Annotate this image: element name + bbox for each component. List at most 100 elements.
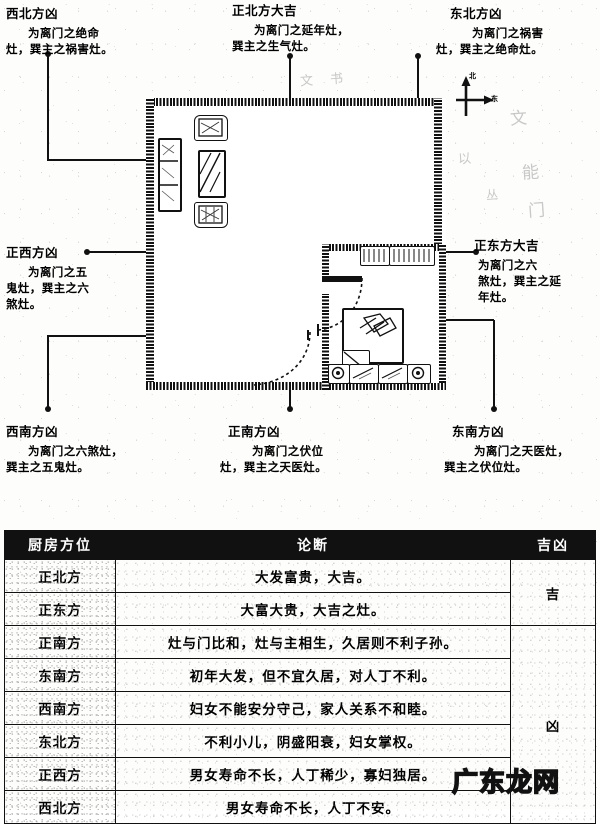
ghost-mark-4: 文 [299, 73, 314, 90]
cell-verdict: 初年大发，但不宜久居，对人丁不利。 [115, 658, 511, 692]
ghost-mark-3: 门 [527, 200, 546, 222]
leader-line-southwest-v [47, 336, 49, 408]
floorplan-diagram: 文 能 门 文 书 以 丛 [6, 3, 594, 475]
sofa-three-seat [158, 138, 182, 212]
direction-block-northwest: 西北方凶 为离门之绝命 灶，巽主之祸害灶。 [6, 6, 134, 57]
wall-kitchen-west-upper [322, 244, 329, 282]
kitchen-counter-burner-right [407, 364, 431, 384]
cell-verdict: 大富大贵，大吉之灶。 [115, 592, 511, 626]
leader-line-northeast-v [417, 56, 419, 128]
leader-dot-south [287, 406, 293, 412]
direction-body-northwest: 为离门之绝命 灶，巽主之祸害灶。 [6, 26, 114, 56]
direction-title-northeast: 东北方凶 [450, 6, 503, 21]
leader-line-southeast-v [493, 320, 495, 408]
table-row: 东北方不利小儿，阴盛阳衰，妇女掌权。 [4, 724, 596, 758]
ghost-mark-5: 书 [329, 71, 344, 88]
leader-line-northwest-h [47, 159, 160, 161]
direction-block-south: 正南方凶 为离门之伏位 灶，巽主之天医灶。 [220, 424, 352, 475]
leader-dot-east [473, 249, 479, 255]
cell-direction: 正西方 [4, 757, 116, 791]
direction-title-southeast: 东南方凶 [452, 424, 505, 439]
coffee-table [198, 150, 226, 198]
wall-south [146, 382, 384, 390]
table-row: 西南方妇女不能安分守己，家人关系不和睦。 [4, 691, 596, 725]
table-body: 正北方大发富贵，大吉。吉正东方大富大贵，大吉之灶。正南方灶与门比和，灶与主相生，… [4, 559, 596, 824]
leader-dot-southeast [491, 406, 497, 412]
ghost-mark-1: 文 [509, 108, 528, 130]
cell-direction: 东北方 [4, 724, 116, 758]
kitchen-wall-cabinet-right [389, 246, 435, 266]
leader-line-northwest-v [47, 54, 49, 160]
header-verdict: 论断 [115, 530, 511, 560]
cell-verdict: 不利小儿，阴盛阳衰，妇女掌权。 [115, 724, 511, 758]
kitchen-wall-cabinet-left [360, 246, 390, 266]
ghost-mark-7: 丛 [485, 187, 499, 203]
floorplan-walls [146, 98, 446, 390]
kitchen-counter-unit-1 [349, 364, 379, 384]
direction-body-south: 为离门之伏位 灶，巽主之天医灶。 [220, 444, 328, 474]
table-row: 正北方大发富贵，大吉。吉 [4, 559, 596, 626]
cell-verdict: 大发富贵，大吉。 [115, 559, 511, 593]
armchair-top [194, 115, 228, 141]
cell-direction: 正南方 [4, 625, 116, 659]
leader-dot-west [84, 249, 90, 255]
cell-direction: 西南方 [4, 691, 116, 725]
compass-north-label: 北 [469, 72, 476, 80]
direction-title-west: 正西方凶 [6, 245, 59, 260]
direction-title-south: 正南方凶 [228, 424, 281, 439]
table-row: 东南方初年大发，但不宜久居，对人丁不利。 [4, 658, 596, 692]
direction-block-north: 正北方大吉 为离门之延年灶， 巽主之生气灶。 [232, 3, 372, 54]
wall-kitchen-stub [322, 276, 362, 282]
table-row: 正南方灶与门比和，灶与主相生，久居则不利子孙。凶 [4, 625, 596, 824]
wall-west [146, 98, 154, 390]
cell-direction: 西北方 [4, 790, 116, 824]
leader-dot-southwest [45, 406, 51, 412]
ghost-mark-2: 能 [521, 162, 540, 184]
direction-block-southwest: 西南方凶 为离门之六煞灶， 巽主之五鬼灶。 [6, 424, 148, 475]
direction-body-east: 为离门之六 煞灶，巽主之延 年灶。 [478, 258, 562, 304]
ghost-mark-6: 以 [457, 151, 472, 168]
cell-verdict: 男女寿命不长，人丁不安。 [115, 790, 511, 824]
direction-block-southeast: 东南方凶 为离门之天医灶， 巽主之伏位灶。 [444, 424, 590, 475]
table-header: 厨房方位 论断 吉凶 [4, 530, 596, 560]
cell-verdict: 妇女不能安分守己，家人关系不和睦。 [115, 691, 511, 725]
direction-block-northeast: 东北方凶 为离门之祸害 灶，巽主之绝命灶。 [436, 6, 584, 57]
table-header-row: 厨房方位 论断 吉凶 [4, 530, 596, 560]
leader-line-north-v [289, 56, 291, 104]
direction-body-southeast: 为离门之天医灶， 巽主之伏位灶。 [444, 444, 570, 474]
cell-direction: 东南方 [4, 658, 116, 692]
leader-line-west-h [88, 251, 160, 253]
cell-luck: 凶 [510, 625, 596, 824]
wall-kitchen-east [439, 244, 446, 390]
kitchen-counter-unit-2 [378, 364, 408, 384]
leader-line-south-v [289, 384, 291, 408]
direction-body-southwest: 为离门之六煞灶， 巽主之五鬼灶。 [6, 444, 124, 474]
kitchen-counter-burner-left [328, 364, 350, 384]
cell-verdict: 灶与门比和，灶与主相生，久居则不利子孙。 [115, 625, 511, 659]
leader-line-southeast-h [424, 319, 494, 321]
wall-east-upper [434, 98, 442, 248]
wall-kitchen-west-lower [322, 294, 329, 390]
header-luck: 吉凶 [510, 530, 596, 560]
leader-line-east-h [424, 251, 476, 253]
table-row: 正东方大富大贵，大吉之灶。 [4, 592, 596, 626]
direction-body-north: 为离门之延年灶， 巽主之生气灶。 [232, 23, 350, 53]
wall-kitchen-south [322, 383, 446, 390]
table-row: 西北方男女寿命不长，人丁不安。 [4, 790, 596, 824]
leader-line-southwest-h [47, 335, 160, 337]
direction-block-west: 正西方凶 为离门之五 鬼灶，巽主之六 煞灶。 [6, 245, 116, 312]
compass-arrows-icon [456, 76, 494, 116]
header-direction: 厨房方位 [4, 530, 116, 560]
direction-title-northwest: 西北方凶 [6, 6, 59, 21]
compass-rose: 北 东 [452, 72, 498, 118]
direction-title-north: 正北方大吉 [232, 3, 298, 18]
direction-body-northeast: 为离门之祸害 灶，巽主之绝命灶。 [436, 26, 544, 56]
direction-title-southwest: 西南方凶 [6, 424, 59, 439]
direction-body-west: 为离门之五 鬼灶，巽主之六 煞灶。 [6, 265, 90, 311]
kitchen-direction-table: 厨房方位 论断 吉凶 正北方大发富贵，大吉。吉正东方大富大贵，大吉之灶。正南方灶… [4, 530, 596, 824]
cell-direction: 正东方 [4, 592, 116, 626]
armchair-bottom [194, 202, 228, 228]
direction-block-east: 正东方大吉 为离门之六 煞灶，巽主之延 年灶。 [474, 238, 594, 305]
cell-direction: 正北方 [4, 559, 116, 593]
wall-north [146, 98, 442, 106]
